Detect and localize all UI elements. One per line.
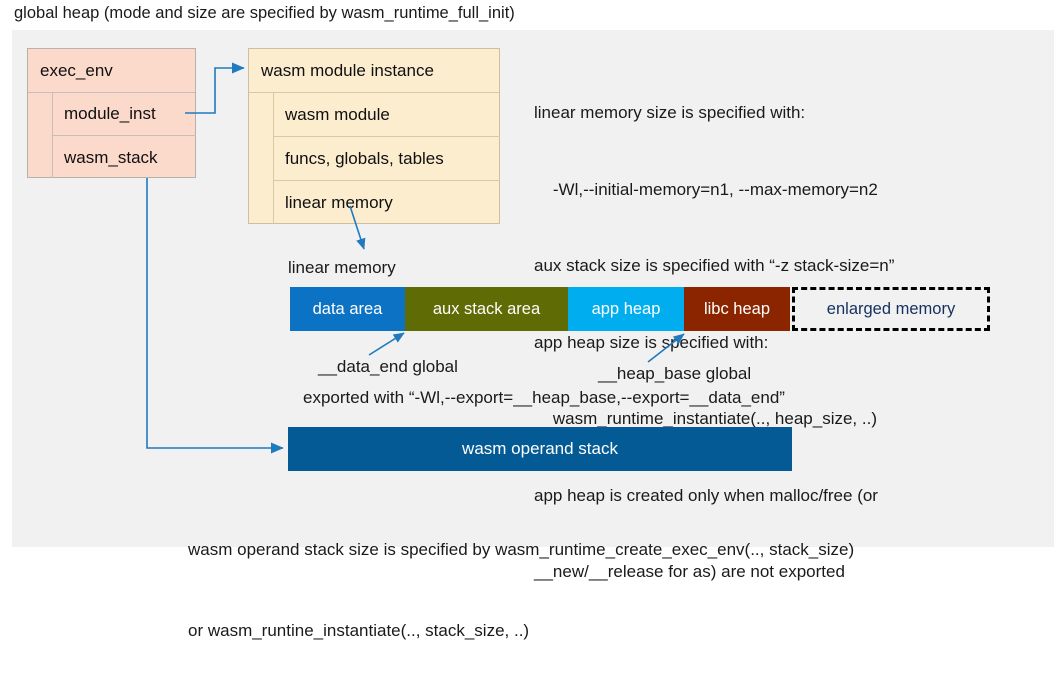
module-instance-row-funcs-globals-tables: funcs, globals, tables (274, 137, 500, 181)
exec-env-indent-column (28, 93, 53, 178)
exec-env-box: exec_env module_inst wasm_stack (27, 48, 196, 178)
linear-memory-bar-label: linear memory (288, 258, 396, 277)
exec-env-row-wasm-stack: wasm_stack (64, 147, 158, 167)
annotation-data-end: __data_end global (318, 357, 458, 376)
page-title: global heap (mode and size are specified… (14, 4, 515, 22)
linear-memory-notes: linear memory size is specified with: -W… (534, 49, 1034, 636)
module-instance-header: wasm module instance (249, 49, 499, 93)
module-instance-row-wasm-module: wasm module (274, 93, 500, 137)
annotation-heap-base: __heap_base global (598, 364, 752, 383)
operand-stack-notes: wasm operand stack size is specified by … (188, 482, 1048, 698)
note-line-1: linear memory size is specified with: (534, 103, 806, 122)
memory-segment-data-area: data area (290, 287, 405, 331)
operand-stack-note-line-1: wasm operand stack size is specified by … (188, 540, 855, 559)
module-instance-indent-column (249, 93, 274, 224)
exec-env-row-module-inst: module_inst (53, 93, 196, 136)
wasm-module-instance-box: wasm module instance wasm module funcs, … (248, 48, 500, 224)
operand-stack-note-line-2: or wasm_runtine_instantiate(.., stack_si… (188, 621, 530, 640)
memory-segment-app-heap: app heap (568, 287, 684, 331)
note-line-6: app heap is created only when malloc/fre… (534, 485, 878, 505)
module-instance-row-linear-memory: linear memory (285, 193, 393, 212)
wasm-operand-stack-box: wasm operand stack (288, 427, 792, 471)
note-line-4: app heap size is specified with: (534, 332, 769, 352)
memory-segment-libc-heap: libc heap (684, 287, 790, 331)
note-line-3: aux stack size is specified with “-z sta… (534, 256, 895, 275)
diagram-canvas: global heap (mode and size are specified… (12, 4, 1054, 640)
note-line-2: -Wl,--initial-memory=n1, --max-memory=n2 (534, 179, 878, 199)
annotation-export-flags: exported with “-Wl,--export=__heap_base,… (303, 388, 785, 407)
exec-env-header: exec_env (28, 49, 195, 93)
note-line-5: wasm_runtime_instantiate(.., heap_size, … (534, 409, 877, 428)
memory-segment-enlarged-memory: enlarged memory (792, 287, 990, 331)
memory-segment-aux-stack-area: aux stack area (405, 287, 568, 331)
